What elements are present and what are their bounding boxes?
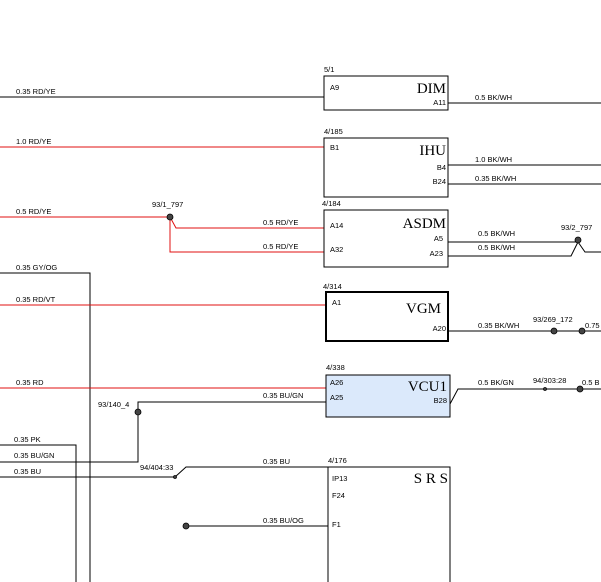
splice-label-94-303-28: 94/303:28 xyxy=(533,376,566,385)
pin-asdm-a32: A32 xyxy=(330,245,343,254)
wire-label-srs-f1: 0.35 BU/OG xyxy=(263,516,304,525)
wire-pk xyxy=(0,444,77,582)
wire-asdm-a32 xyxy=(169,217,324,253)
module-vcu1-ref: 4/338 xyxy=(326,363,345,372)
splice-label-93-2-797: 93/2_797 xyxy=(561,223,592,232)
module-srs-name: S R S xyxy=(414,471,448,487)
splice-label-93-1-797: 93/1_797 xyxy=(152,200,183,209)
wire-srs-ip13 xyxy=(174,466,328,478)
pin-asdm-a23: A23 xyxy=(430,249,443,258)
splice-node-93-2-797 xyxy=(574,236,582,244)
wire-asdm-a14 xyxy=(169,216,324,229)
module-dim-name: DIM xyxy=(417,81,446,97)
pin-asdm-a14: A14 xyxy=(330,221,343,230)
pin-ihu-b1: B1 xyxy=(330,143,339,152)
module-srs-box[interactable] xyxy=(327,466,451,582)
pin-ihu-b24: B24 xyxy=(433,177,446,186)
wire-label-vcu-far: 0.5 B xyxy=(582,378,600,387)
pin-asdm-a5: A5 xyxy=(434,234,443,243)
wire-label-pk: 0.35 PK xyxy=(14,435,41,444)
splice-label-93-269-172: 93/269_172 xyxy=(533,315,573,324)
pin-vcu1-a25: A25 xyxy=(330,393,343,402)
wire-asdm-a5 xyxy=(448,241,601,253)
wire-label-ihu-b4: 1.0 BK/WH xyxy=(475,155,512,164)
wire-label-dim-in: 0.35 RD/YE xyxy=(16,87,56,96)
splice-node-93-140-4 xyxy=(134,408,142,416)
wire-label-gy-og: 0.35 GY/OG xyxy=(16,263,57,272)
module-ihu-box[interactable] xyxy=(323,137,449,198)
wire-label-asdm-a14: 0.5 RD/YE xyxy=(263,218,298,227)
module-vcu1-box[interactable] xyxy=(325,374,451,418)
module-ihu-name: IHU xyxy=(419,143,446,159)
wire-label-vcu-in: 0.35 RD xyxy=(16,378,44,387)
module-vgm-ref: 4/314 xyxy=(323,282,342,291)
module-asdm-name: ASDM xyxy=(403,216,446,232)
module-dim-ref: 5/1 xyxy=(324,65,334,74)
wire-label-ihu-in: 1.0 RD/YE xyxy=(16,137,51,146)
wire-label-asdm-a23: 0.5 BK/WH xyxy=(478,243,515,252)
splice-node-srs-f1 xyxy=(182,522,190,530)
splice-label-94-404-33: 94/404:33 xyxy=(140,463,173,472)
module-vgm-box[interactable] xyxy=(325,291,449,342)
splice-node-93-1-797 xyxy=(166,213,174,221)
splice-label-93-140-4: 93/140_4 xyxy=(98,400,129,409)
wire-label-asdm-feed: 0.5 RD/YE xyxy=(16,207,51,216)
pin-vgm-a20: A20 xyxy=(433,324,446,333)
splice-node-vgm-far xyxy=(578,327,586,335)
module-srs-ref: 4/176 xyxy=(328,456,347,465)
pin-vgm-a1: A1 xyxy=(332,298,341,307)
splice-node-94-303-28 xyxy=(543,387,547,391)
module-vgm-name: VGM xyxy=(406,301,441,317)
wire-label-vgm-out: 0.35 BK/WH xyxy=(478,321,519,330)
module-vcu1-name: VCU1 xyxy=(408,379,447,395)
module-ihu-ref: 4/185 xyxy=(324,127,343,136)
pin-dim-a11: A11 xyxy=(433,98,446,107)
wire-label-vcu-out: 0.5 BK/GN xyxy=(478,378,514,387)
wire-label-asdm-a5: 0.5 BK/WH xyxy=(478,229,515,238)
pin-srs-ip13: IP13 xyxy=(332,474,347,483)
wire-label-bu-gn: 0.35 BU/GN xyxy=(14,451,54,460)
wire-label-vcu-a25: 0.35 BU/GN xyxy=(263,391,303,400)
pin-srs-f1: F1 xyxy=(332,520,341,529)
wire-label-vgm-in: 0.35 RD/VT xyxy=(16,295,56,304)
module-asdm-box[interactable] xyxy=(323,209,449,268)
module-dim-box[interactable] xyxy=(323,75,449,111)
wire-label-dim-out: 0.5 BK/WH xyxy=(475,93,512,102)
pin-dim-a9: A9 xyxy=(330,83,339,92)
wire-vcu-a25 xyxy=(0,401,326,463)
wire-label-vgm-far: 0.75 xyxy=(585,321,600,330)
wire-label-asdm-a32: 0.5 RD/YE xyxy=(263,242,298,251)
pin-ihu-b4: B4 xyxy=(437,163,446,172)
pin-srs-f24: F24 xyxy=(332,491,345,500)
wire-label-srs-ip13: 0.35 BU xyxy=(263,457,290,466)
splice-node-vcu-far xyxy=(576,385,584,393)
splice-node-94-404-33 xyxy=(173,475,177,479)
splice-node-93-269-172 xyxy=(550,327,558,335)
wire-asdm-a23 xyxy=(448,241,579,257)
pin-vcu1-a26: A26 xyxy=(330,378,343,387)
wire-gy-og xyxy=(0,272,91,582)
module-asdm-ref: 4/184 xyxy=(322,199,341,208)
wire-vcu-out xyxy=(449,388,601,405)
pin-vcu1-b28: B28 xyxy=(434,396,447,405)
wire-label-bu: 0.35 BU xyxy=(14,467,41,476)
wire-label-ihu-b24: 0.35 BK/WH xyxy=(475,174,516,183)
